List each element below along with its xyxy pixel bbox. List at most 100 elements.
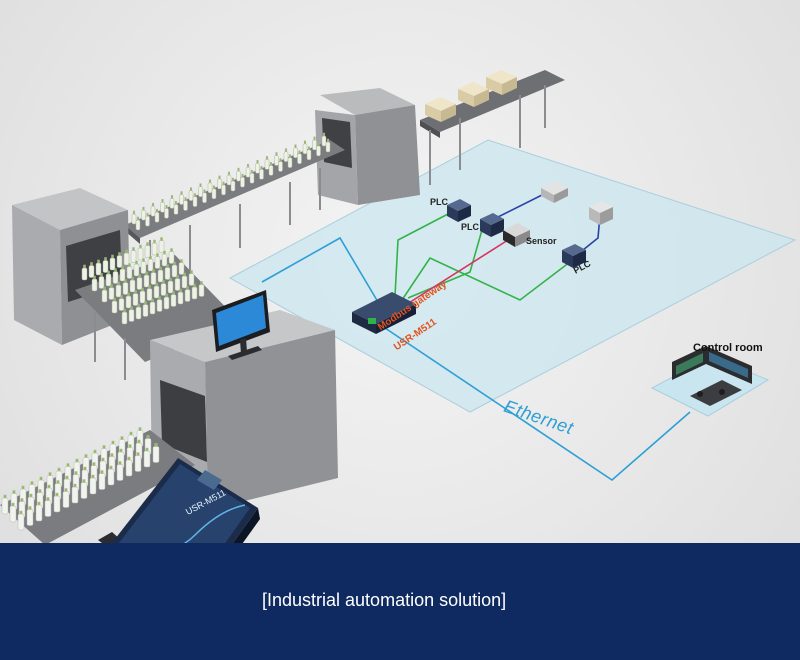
bottle xyxy=(221,184,226,196)
bottle xyxy=(156,299,163,312)
bottle-cap xyxy=(127,456,131,461)
bottle xyxy=(121,311,128,325)
bottle xyxy=(53,495,61,513)
bottle-cap xyxy=(92,462,96,466)
bottle xyxy=(249,172,255,184)
bottle-cap xyxy=(82,479,86,483)
bottle-cap xyxy=(155,282,158,287)
bottle-cap xyxy=(146,435,150,439)
bottle-cap xyxy=(3,494,7,499)
bottle xyxy=(139,290,146,304)
bottle-cap xyxy=(155,208,159,213)
bottle xyxy=(143,450,151,468)
bottle xyxy=(184,289,191,302)
bottle xyxy=(293,147,298,158)
sensor-device xyxy=(503,223,530,247)
bottle-cap xyxy=(159,266,162,271)
bottle xyxy=(125,459,133,477)
bottle-cap xyxy=(138,274,141,278)
plc-device-3 xyxy=(562,244,586,268)
bottle xyxy=(62,491,70,508)
bottle-cap xyxy=(136,452,140,456)
bottle-cap xyxy=(75,458,79,463)
bottle xyxy=(149,301,156,315)
bottle xyxy=(198,284,205,297)
bottle-cap xyxy=(160,237,163,241)
bottle-cap xyxy=(131,276,134,281)
bottle xyxy=(128,309,135,322)
bottle xyxy=(131,213,137,225)
bottle-cap xyxy=(137,439,141,444)
bottle xyxy=(321,135,327,147)
bottle-cap xyxy=(124,279,127,283)
bottle-cap xyxy=(149,255,152,260)
bottle xyxy=(9,505,17,523)
bottle-cap xyxy=(111,440,115,445)
bottle xyxy=(101,289,108,303)
bottle-cap xyxy=(145,271,148,276)
bottle-cap xyxy=(170,195,174,199)
bottle xyxy=(125,295,132,309)
banner-caption: [Industrial automation solution] xyxy=(262,590,507,610)
bottle xyxy=(160,283,167,296)
bottle-cap xyxy=(134,290,137,294)
bottle xyxy=(129,279,136,293)
bottle xyxy=(102,260,109,273)
box xyxy=(458,82,489,96)
bottle-cap xyxy=(146,242,149,246)
bottle xyxy=(163,296,170,310)
bottle-cap xyxy=(138,427,142,431)
bottle xyxy=(302,143,308,155)
bottle-cap xyxy=(142,258,145,262)
bottle xyxy=(173,204,179,215)
bottle-cap xyxy=(146,212,149,217)
bottle-cap xyxy=(100,470,104,474)
bottle xyxy=(145,215,150,227)
bottle xyxy=(158,240,165,253)
bottle xyxy=(183,200,188,211)
bottle-cap xyxy=(200,281,203,285)
bottle xyxy=(17,513,25,531)
bottle-cap xyxy=(158,296,161,300)
bottle xyxy=(80,482,88,499)
bottle-cap xyxy=(135,260,138,265)
bottle xyxy=(143,274,150,288)
bottle-cap xyxy=(128,444,132,448)
bottle-cap xyxy=(284,148,288,152)
bottle xyxy=(207,182,213,194)
filling-machine-top xyxy=(315,88,420,205)
bottle-cap xyxy=(176,275,179,279)
bottle-cap xyxy=(322,132,326,137)
bottle-cap xyxy=(11,502,15,507)
bottle-cap xyxy=(28,506,32,510)
bottle-cap xyxy=(64,488,68,492)
bottle-cap xyxy=(125,249,128,254)
bottle-cap xyxy=(83,264,86,269)
bottle-cap xyxy=(313,136,316,141)
bottle xyxy=(217,178,222,190)
bottle xyxy=(259,169,264,180)
bottle-cap xyxy=(163,250,166,255)
bottle xyxy=(153,285,160,299)
bottle-cap xyxy=(275,152,278,156)
bottle-cap xyxy=(170,248,173,252)
bottle-cap xyxy=(218,175,221,180)
bottle-conveyor-upper xyxy=(125,132,345,290)
bottle xyxy=(118,298,125,311)
bottle-cap xyxy=(130,306,133,310)
bottle-cap xyxy=(179,288,182,293)
bottle-cap xyxy=(97,259,100,264)
bottle xyxy=(287,157,293,168)
bottle-cap xyxy=(104,257,107,261)
bottle-cap xyxy=(123,308,126,313)
bottle xyxy=(142,304,149,317)
bottle-cap xyxy=(265,156,269,160)
bottle-cap xyxy=(165,293,168,298)
bottle-cap xyxy=(161,199,164,203)
bottle xyxy=(150,205,156,217)
bottle xyxy=(170,294,177,307)
bottle-cap xyxy=(102,445,106,449)
bottle-cap xyxy=(165,205,168,209)
bottle xyxy=(141,209,146,221)
